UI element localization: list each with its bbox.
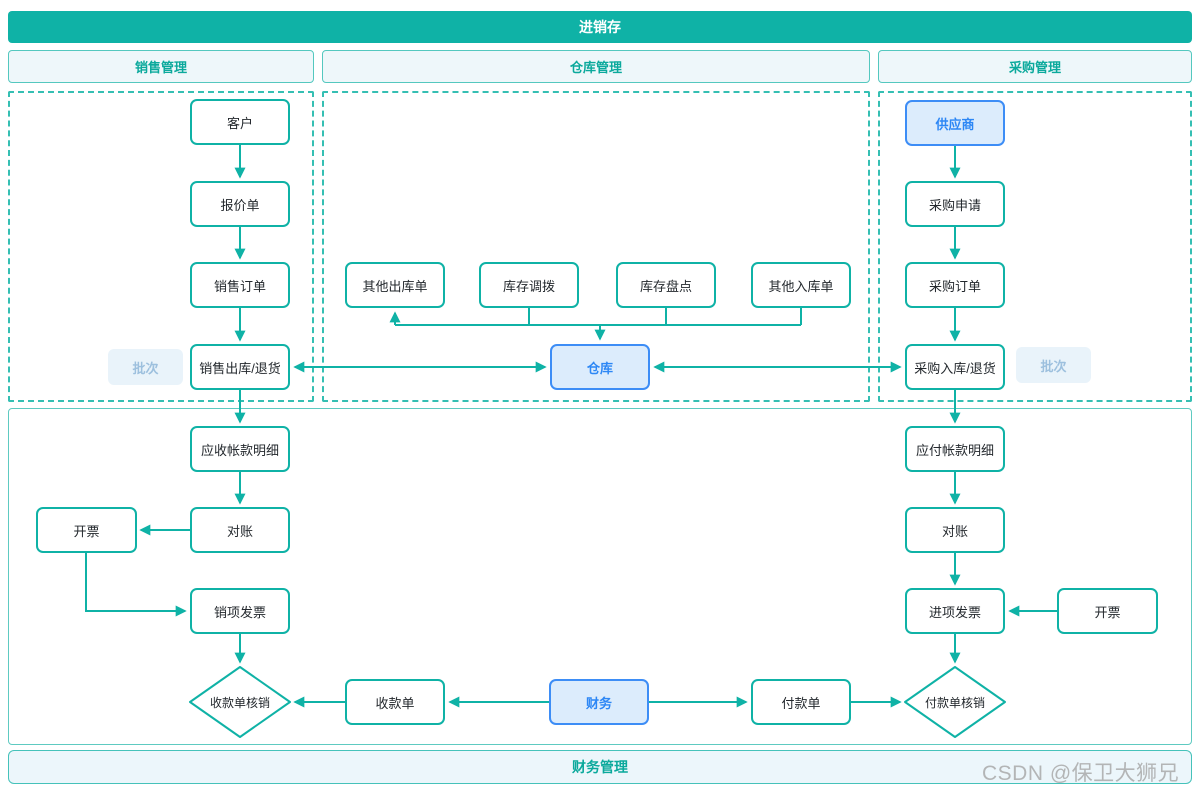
node-inventory-count: 库存盘点 — [616, 262, 716, 308]
lane-header-sales: 销售管理 — [8, 50, 314, 83]
diagram-title-bar: 进销存 — [8, 11, 1192, 43]
node-invoice-left: 开票 — [36, 507, 137, 553]
finance-region-border — [8, 408, 1192, 745]
node-purchase-inbound: 采购入库/退货 — [905, 344, 1005, 390]
node-invoice-right: 开票 — [1057, 588, 1158, 634]
node-input-invoice: 进项发票 — [905, 588, 1005, 634]
node-ar-detail: 应收帐款明细 — [190, 426, 290, 472]
diamond-payment-writeoff — [904, 666, 1006, 738]
diamond-label-payment-writeoff: 付款单核销 — [924, 695, 985, 710]
diagram-title: 进销存 — [579, 19, 621, 35]
node-receipt: 收款单 — [345, 679, 445, 725]
node-warehouse: 仓库 — [550, 344, 650, 390]
sales-region-border — [8, 91, 314, 402]
arrow-invoice-salesinvoice — [85, 553, 187, 617]
node-ap-detail: 应付帐款明细 — [905, 426, 1005, 472]
batch-right-label: 批次 — [1016, 347, 1091, 383]
purchase-region-border — [878, 91, 1192, 402]
watermark-text: CSDN @保卫大狮兄 — [982, 762, 1180, 785]
warehouse-region-border — [322, 91, 870, 402]
node-sales-outbound: 销售出库/退货 — [190, 344, 290, 390]
node-finance: 财务 — [549, 679, 649, 725]
node-sales-order: 销售订单 — [190, 262, 290, 308]
lane-footer-finance: 财务管理 — [8, 750, 1192, 784]
node-reconcile-right: 对账 — [905, 507, 1005, 553]
batch-left-label: 批次 — [108, 349, 183, 385]
node-quotation: 报价单 — [190, 181, 290, 227]
node-other-outbound: 其他出库单 — [345, 262, 445, 308]
node-inventory-transfer: 库存调拨 — [479, 262, 579, 308]
node-other-inbound: 其他入库单 — [751, 262, 851, 308]
node-reconcile-left: 对账 — [190, 507, 290, 553]
lane-header-purchase: 采购管理 — [878, 50, 1192, 83]
lane-header-warehouse: 仓库管理 — [322, 50, 870, 83]
node-purchase-request: 采购申请 — [905, 181, 1005, 227]
node-payment: 付款单 — [751, 679, 851, 725]
node-sales-invoice: 销项发票 — [190, 588, 290, 634]
node-purchase-order: 采购订单 — [905, 262, 1005, 308]
node-customer: 客户 — [190, 99, 290, 145]
diamond-label-receipt-writeoff: 收款单核销 — [209, 695, 270, 710]
diamond-receipt-writeoff — [189, 666, 291, 738]
node-supplier: 供应商 — [905, 100, 1005, 146]
